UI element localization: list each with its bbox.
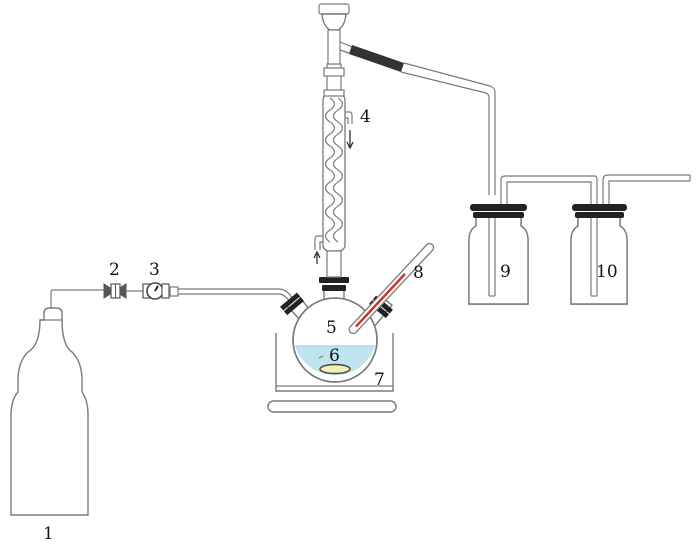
thermometer	[348, 242, 435, 335]
gas-cylinder	[10, 307, 89, 516]
gas-inlet-tip	[318, 355, 324, 359]
label-thermometer: 8	[413, 263, 424, 283]
stir-bar	[319, 363, 351, 375]
three-neck-flask	[284, 287, 394, 383]
label-gauge: 3	[149, 260, 160, 280]
wash-bottle-2	[570, 174, 691, 305]
gas-line-cylinder	[50, 289, 106, 308]
distillation-head	[318, 3, 496, 195]
label-bath: 7	[374, 370, 385, 390]
label-valve: 2	[109, 260, 120, 280]
reflux-condenser	[313, 63, 354, 278]
wash-bottle-1	[468, 175, 598, 305]
pressure-gauge	[142, 282, 170, 300]
label-trap-one: 9	[500, 262, 511, 282]
label-gas-cylinder: 1	[43, 524, 54, 544]
label-stir-bar: 6	[329, 346, 340, 366]
label-trap-two: 10	[596, 262, 618, 282]
label-flask: 5	[326, 318, 337, 338]
needle-valve	[103, 283, 127, 299]
label-condenser: 4	[360, 107, 371, 127]
